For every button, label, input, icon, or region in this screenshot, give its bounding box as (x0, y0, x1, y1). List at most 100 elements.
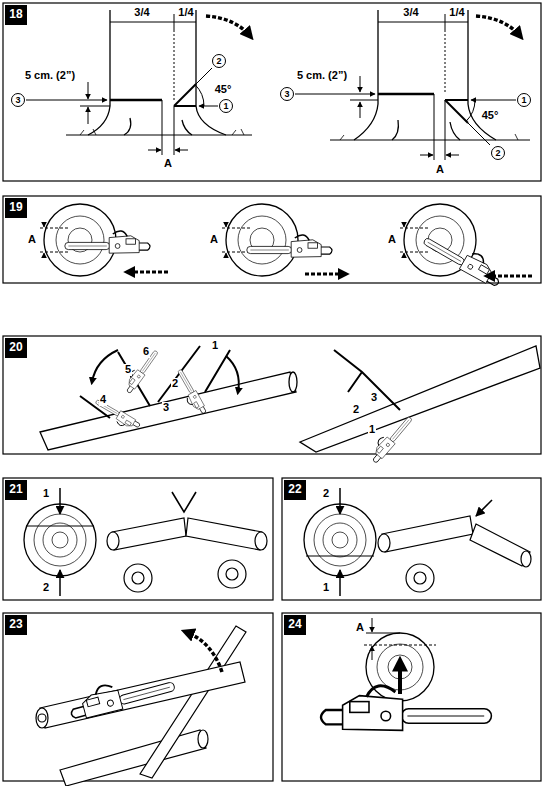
leader-arrow (88, 107, 89, 124)
log (40, 662, 245, 728)
callout-number: A (387, 234, 397, 246)
dimension-line (226, 222, 227, 227)
callout-circle: 1 (517, 93, 531, 107)
node-text: 22 (288, 483, 301, 496)
figure-number-badge: 21 (5, 480, 27, 500)
chainsaw (247, 235, 332, 257)
cut-arrow (339, 488, 341, 514)
chainsaw (65, 227, 506, 289)
panel-frame (3, 336, 541, 454)
log (107, 492, 531, 592)
log-end (366, 633, 434, 701)
callout-number: 2 (171, 378, 179, 390)
node-text: 2 (495, 149, 500, 158)
log-end (44, 204, 476, 276)
figure-number-badge: 23 (5, 615, 27, 635)
log (378, 534, 390, 552)
log (476, 500, 492, 516)
dimension-line (174, 30, 175, 100)
log (36, 708, 48, 728)
dimension-line (44, 253, 45, 258)
leader-arrow (360, 102, 361, 118)
chainsaw (172, 368, 208, 418)
log (382, 516, 473, 552)
tree-trunk (124, 118, 192, 135)
cut-line (196, 68, 212, 84)
leader-arrow (434, 94, 445, 160)
dimension-label: 5 cm. (2”) (24, 70, 76, 82)
leader-arrow (80, 106, 110, 107)
figure-number-badge: 22 (284, 480, 306, 500)
tree-ring (332, 532, 348, 548)
figure-number-badge: 24 (284, 615, 306, 635)
tree-trunk (330, 140, 530, 141)
callout-number: A (435, 164, 445, 176)
log-end (304, 504, 376, 576)
dimension-line (110, 22, 196, 23)
log (124, 564, 152, 592)
node-text: 18 (9, 8, 22, 21)
chainsaw (66, 668, 176, 722)
tree-ring (56, 216, 464, 264)
log (218, 560, 246, 588)
callout-number: A (209, 234, 219, 246)
chainsaw (121, 346, 160, 394)
log (132, 572, 144, 584)
callout-circle: 2 (212, 54, 226, 68)
tree-trunk (392, 120, 460, 140)
tree-trunk (330, 10, 530, 140)
chainsaw (66, 668, 176, 722)
chainsaw (92, 346, 414, 464)
callout-number: 1 (42, 488, 50, 500)
node-text: 23 (9, 618, 22, 631)
dimension-line (110, 14, 196, 100)
felled-tree (40, 372, 296, 450)
log (226, 568, 238, 580)
chainsaw (65, 231, 150, 253)
tree-trunk (66, 135, 252, 136)
node-text: 21 (9, 483, 22, 496)
log (36, 626, 246, 786)
tree-ring (314, 514, 366, 566)
callout-number: A (355, 622, 365, 634)
log-end (366, 633, 434, 701)
motion-arrow (92, 350, 239, 392)
panel-frame (3, 3, 541, 181)
tree-ring (238, 216, 286, 264)
tree-trunk (354, 10, 378, 140)
felled-tree (334, 350, 400, 410)
panel-frame (282, 478, 541, 600)
cut-line (445, 99, 468, 101)
tree-ring (34, 514, 366, 566)
chainsaw (321, 686, 491, 731)
callout-number: 1 (322, 582, 330, 594)
cut-line (174, 105, 196, 107)
callout-number: 2 (322, 488, 330, 500)
log-end (44, 204, 116, 276)
log (112, 518, 186, 550)
dimension-line (364, 618, 436, 660)
dimension-line (364, 645, 436, 646)
log-end (24, 504, 376, 576)
log (255, 532, 267, 550)
leader-arrow (88, 82, 89, 99)
node-text: 3 (284, 90, 289, 99)
cut-line (174, 84, 196, 106)
node-text: 1 (223, 102, 228, 111)
chainsaw (321, 686, 491, 731)
leader-arrow (199, 106, 218, 107)
callout-number: A (27, 234, 37, 246)
dimension-line (44, 222, 45, 227)
callout-number: 1 (368, 424, 376, 436)
dimension-line (445, 30, 446, 94)
callout-number: 2 (42, 582, 50, 594)
cut-arrow (59, 488, 61, 514)
log (414, 572, 426, 584)
tree-ring (323, 523, 357, 557)
cut-line (445, 100, 468, 123)
dimension-label: 3/4 (133, 7, 150, 19)
leader-arrow (471, 100, 516, 101)
